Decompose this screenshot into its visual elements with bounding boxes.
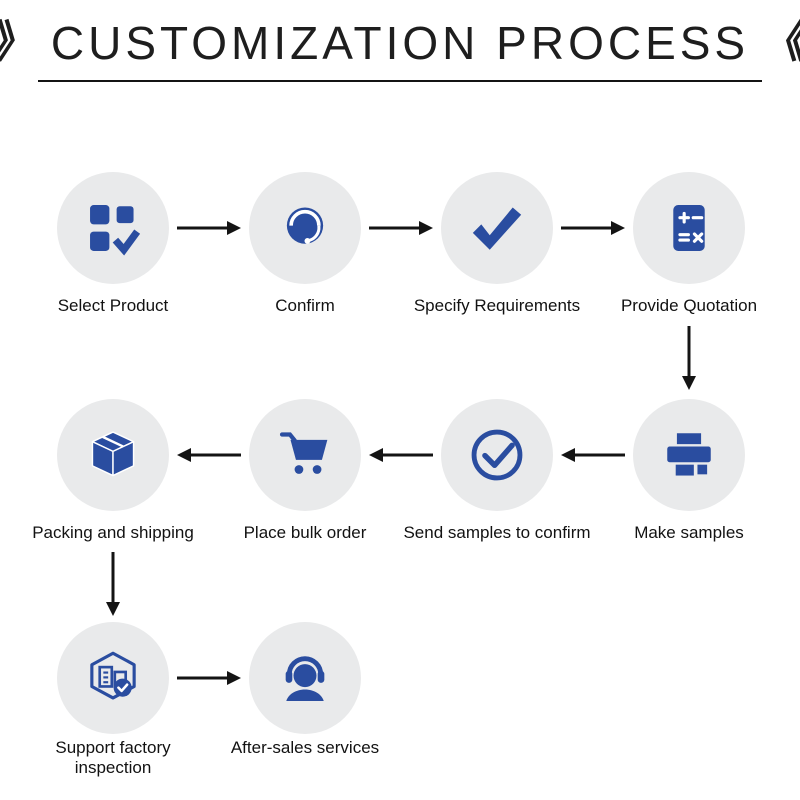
headset-support-icon [285,656,325,701]
step-label: After-sales services [230,738,380,757]
step-circle-send-samples [441,399,553,511]
step-circle-specify-requirements [441,172,553,284]
step-label: Place bulk order [243,523,367,542]
flow-arrow-down [682,326,696,390]
step-label: Support factory inspection [55,738,171,777]
flow-arrow-right [561,221,625,235]
flow-arrow-right [369,221,433,235]
factory-inspection-icon [90,651,136,700]
title-underline [38,80,762,82]
step-circle-select-product [57,172,169,284]
printer-icon [667,433,711,476]
right-chevrons-icon: 《 [758,18,800,67]
step-label: Confirm [275,296,335,315]
step-circle-factory-inspection [57,622,169,734]
step-circle-packing-shipping [57,399,169,511]
product-grid-check-icon [90,205,141,256]
package-box-icon [91,431,135,477]
flow-arrow-left [561,448,625,462]
flow-arrow-right [177,671,241,685]
flow-arrow-right [177,221,241,235]
left-chevrons-icon: 》 [0,18,42,67]
circle-check-icon [471,429,523,481]
flow-arrow-down [106,552,120,616]
calculator-icon [673,205,705,251]
step-label: Make samples [634,523,744,542]
step-label: Specify Requirements [413,296,581,315]
step-label: Provide Quotation [620,296,758,315]
shopping-cart-icon [279,432,328,474]
customer-service-icon [286,207,324,244]
step-circle-make-samples [633,399,745,511]
step-circle-place-bulk-order [249,399,361,511]
step-circle-after-sales [249,622,361,734]
step-label: Packing and shipping [32,523,194,542]
flow-arrow-left [369,448,433,462]
header: 》 CUSTOMIZATION PROCESS 《 [0,14,800,72]
step-circle-provide-quotation [633,172,745,284]
checkmark-icon [472,207,522,250]
step-label: Send samples to confirm [403,523,591,542]
flow-arrow-left [177,448,241,462]
step-label: Select Product [57,296,169,315]
step-circle-confirm [249,172,361,284]
page-title: CUSTOMIZATION PROCESS [50,17,750,69]
